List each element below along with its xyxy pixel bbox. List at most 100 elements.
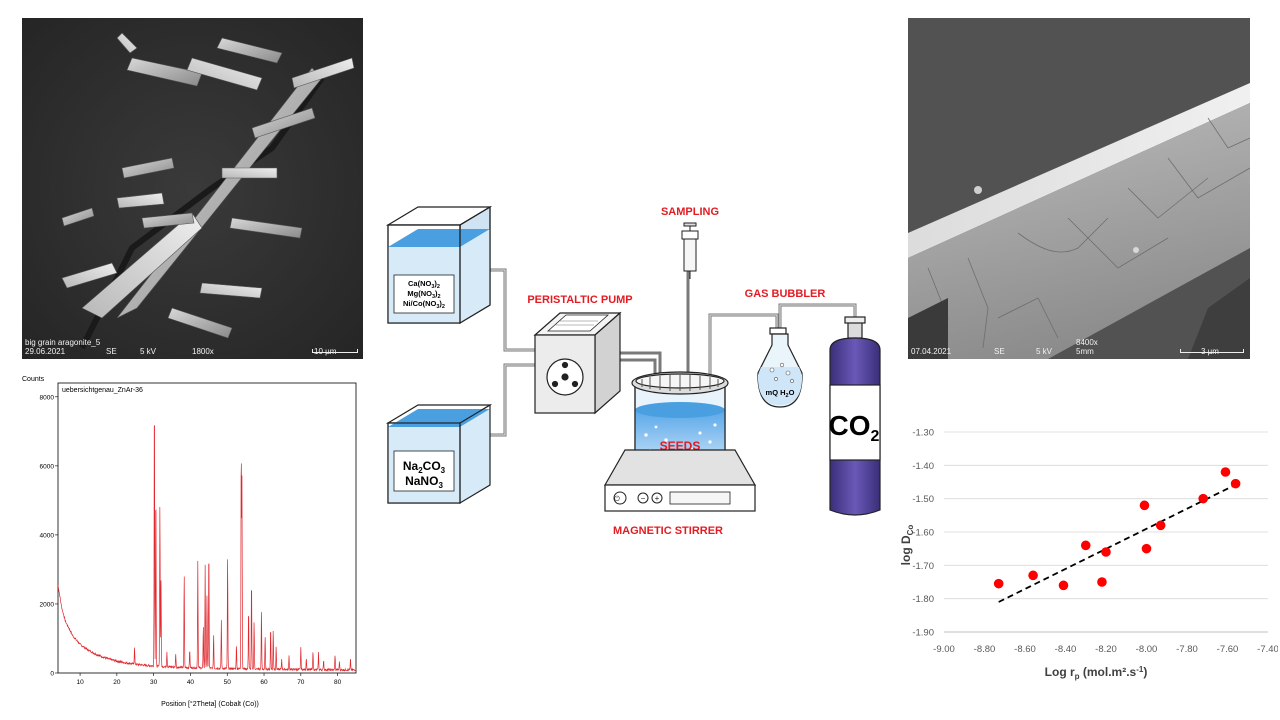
sem-date: 29.06.2021 [25, 347, 66, 356]
scatter-y-tick-label: -1.30 [912, 428, 934, 439]
scatter-point [1028, 570, 1038, 581]
minus-icon: − [641, 494, 646, 503]
sem-image-crystal-closeup: 07.04.2021 SE 5 kV 8400x 5mm 3 µm [908, 18, 1250, 359]
sem-voltage: 5 kV [140, 347, 157, 356]
scatter-y-tick-label: -1.70 [912, 561, 934, 572]
scatter-x-tick-label: -9.00 [933, 644, 955, 655]
scatter-point [1080, 540, 1091, 551]
scatter-point [1230, 478, 1241, 489]
scatter-y-tick-label: -1.40 [912, 461, 934, 472]
scatter-gridlines [944, 431, 1268, 633]
xrd-y-axis-title: Counts [22, 376, 45, 383]
sem-date-right: 07.04.2021 [911, 347, 952, 356]
xrd-x-tick-label: 80 [334, 679, 342, 686]
scatter-x-tick-label: -8.80 [974, 644, 996, 655]
sampling-syringe [681, 222, 699, 279]
tubing-highlight [490, 269, 856, 436]
xrd-plot-frame [57, 382, 357, 674]
magnetic-stirrer [603, 449, 757, 512]
solution-reservoir-1 [385, 205, 493, 325]
scatter-point [1220, 467, 1231, 477]
sem-magnification: 1800x [192, 347, 214, 356]
xrd-y-tick-label: 0 [50, 671, 54, 678]
xrd-y-tick-label: 4000 [40, 532, 55, 539]
solution-1-line-nico: Ni/Co(NO3)2 [403, 299, 445, 310]
power-icon: ⏻ [614, 495, 620, 503]
scatter-y-tick-label: -1.50 [912, 494, 934, 505]
co2-label: CO2 [829, 410, 880, 445]
sem-magnification-right: 8400x [1076, 338, 1098, 347]
xrd-x-axis-title: Position [°2Theta] (Cobalt (Co)) [161, 700, 259, 708]
xrd-x-tick-label: 20 [113, 679, 121, 686]
scatter-point [993, 578, 1004, 589]
scatter-x-axis-title: Log rp (mol.m².s-1) [1045, 665, 1148, 681]
scatter-x-ticks: -9.00 -8.80 -8.60 -8.40 -8.20 -8.00 -7.80 -7.60… [933, 644, 1278, 655]
stirrer-label: MAGNETIC STIRRER [613, 525, 723, 537]
xrd-chart-title: uebersichtgenau_ZnAr-36 [62, 387, 143, 394]
xrd-diffractogram-chart: Counts uebersichtgenau_ZnAr-36 0 2000 4000… [22, 376, 357, 708]
scatter-point [1097, 577, 1107, 587]
sem-info-bar: big grain aragonite_5 29.06.2021 SE 5 kV… [22, 338, 363, 359]
xrd-x-tick-label: 60 [260, 679, 268, 686]
plus-icon: + [655, 494, 660, 503]
xrd-x-tick-label: 50 [224, 679, 232, 686]
scatter-trendline [998, 483, 1236, 603]
co2-gas-cylinder [829, 316, 881, 516]
scatter-y-axis-title: log DCo [899, 525, 915, 566]
scatter-x-tick-label: -7.80 [1176, 644, 1198, 655]
scatter-y-tick-label: -1.60 [912, 528, 934, 539]
scatter-points [993, 467, 1241, 591]
sem-detector-right: SE [994, 347, 1005, 356]
sem-image-aragonite-overview: big grain aragonite_5 29.06.2021 SE 5 kV… [22, 18, 363, 359]
scatter-point [1198, 493, 1208, 504]
scatter-x-tick-label: -8.60 [1014, 644, 1036, 655]
scatter-y-tick-label: -1.90 [912, 628, 934, 639]
bubbler-water-label: mQ H2O [766, 388, 795, 399]
sem-info-bar-right: 07.04.2021 SE 5 kV 8400x 5mm 3 µm [908, 338, 1250, 359]
sampling-label: SAMPLING [661, 206, 719, 218]
scatter-x-tick-label: -8.40 [1055, 644, 1077, 655]
scatter-point [1101, 547, 1111, 557]
partition-coefficient-scatter-chart: -1.30 -1.40 -1.50 -1.60 -1.70 -1.80 -1.90 -9.0… [899, 428, 1278, 682]
scatter-y-ticks: -1.30 -1.40 -1.50 -1.60 -1.70 -1.80 -1.90 [912, 428, 934, 639]
pump-label: PERISTALTIC PUMP [527, 294, 632, 306]
xrd-y-tick-label: 2000 [40, 601, 55, 608]
sem-crystal-face-micrograph [908, 18, 1250, 359]
scatter-point [1141, 543, 1152, 554]
solution-reservoir-2 [385, 403, 493, 505]
xrd-x-tick-label: 10 [76, 679, 84, 686]
scatter-point [1058, 580, 1069, 591]
scatter-x-tick-label: -7.60 [1217, 644, 1239, 655]
bubbler-label: GAS BUBBLER [745, 288, 826, 300]
xrd-pattern-line [57, 425, 357, 672]
scatter-x-tick-label: -8.00 [1136, 644, 1158, 655]
xrd-y-tick-label: 6000 [40, 463, 55, 470]
xrd-y-ticks: 0 2000 4000 6000 8000 [40, 394, 58, 678]
scatter-point [1139, 500, 1150, 511]
sem-detector: SE [106, 347, 117, 356]
solution-2-line-nano3: NaNO3 [405, 474, 443, 490]
xrd-x-tick-label: 70 [297, 679, 305, 686]
sem-scale-bar-right [1180, 349, 1244, 353]
scatter-x-tick-label: -7.40 [1257, 644, 1278, 655]
scatter-point [1155, 520, 1166, 531]
solution-1-line-ca: Ca(NO3)2 [408, 279, 440, 290]
bubbler-bubbles [769, 362, 794, 383]
gas-bubbler-flask [757, 327, 803, 408]
sem-scale-bar-label-right: 3 µm [1201, 347, 1219, 356]
sem-scale-bar-label: 10 µm [314, 347, 337, 356]
solution-2-line-na2co3: Na2CO3 [403, 459, 446, 475]
sem-caption: big grain aragonite_5 [25, 338, 101, 347]
xrd-x-tick-label: 30 [150, 679, 158, 686]
scatter-y-tick-label: -1.80 [912, 594, 934, 605]
xrd-y-tick-label: 8000 [40, 394, 55, 401]
xrd-x-tick-label: 40 [187, 679, 195, 686]
sem-crystal-micrograph [22, 18, 363, 359]
experimental-setup-diagram: Ca(NO3)2 Mg(NO3)2 Ni/Co(NO3)2 Na2CO3 NaN… [385, 205, 881, 537]
scatter-x-tick-label: -8.20 [1095, 644, 1117, 655]
sem-voltage-right: 5 kV [1036, 347, 1053, 356]
sem-working-distance: 5mm [1076, 347, 1094, 356]
peristaltic-pump [533, 311, 622, 415]
sem-scale-bar [312, 349, 358, 353]
solution-1-line-mg: Mg(NO3)2 [407, 289, 440, 300]
